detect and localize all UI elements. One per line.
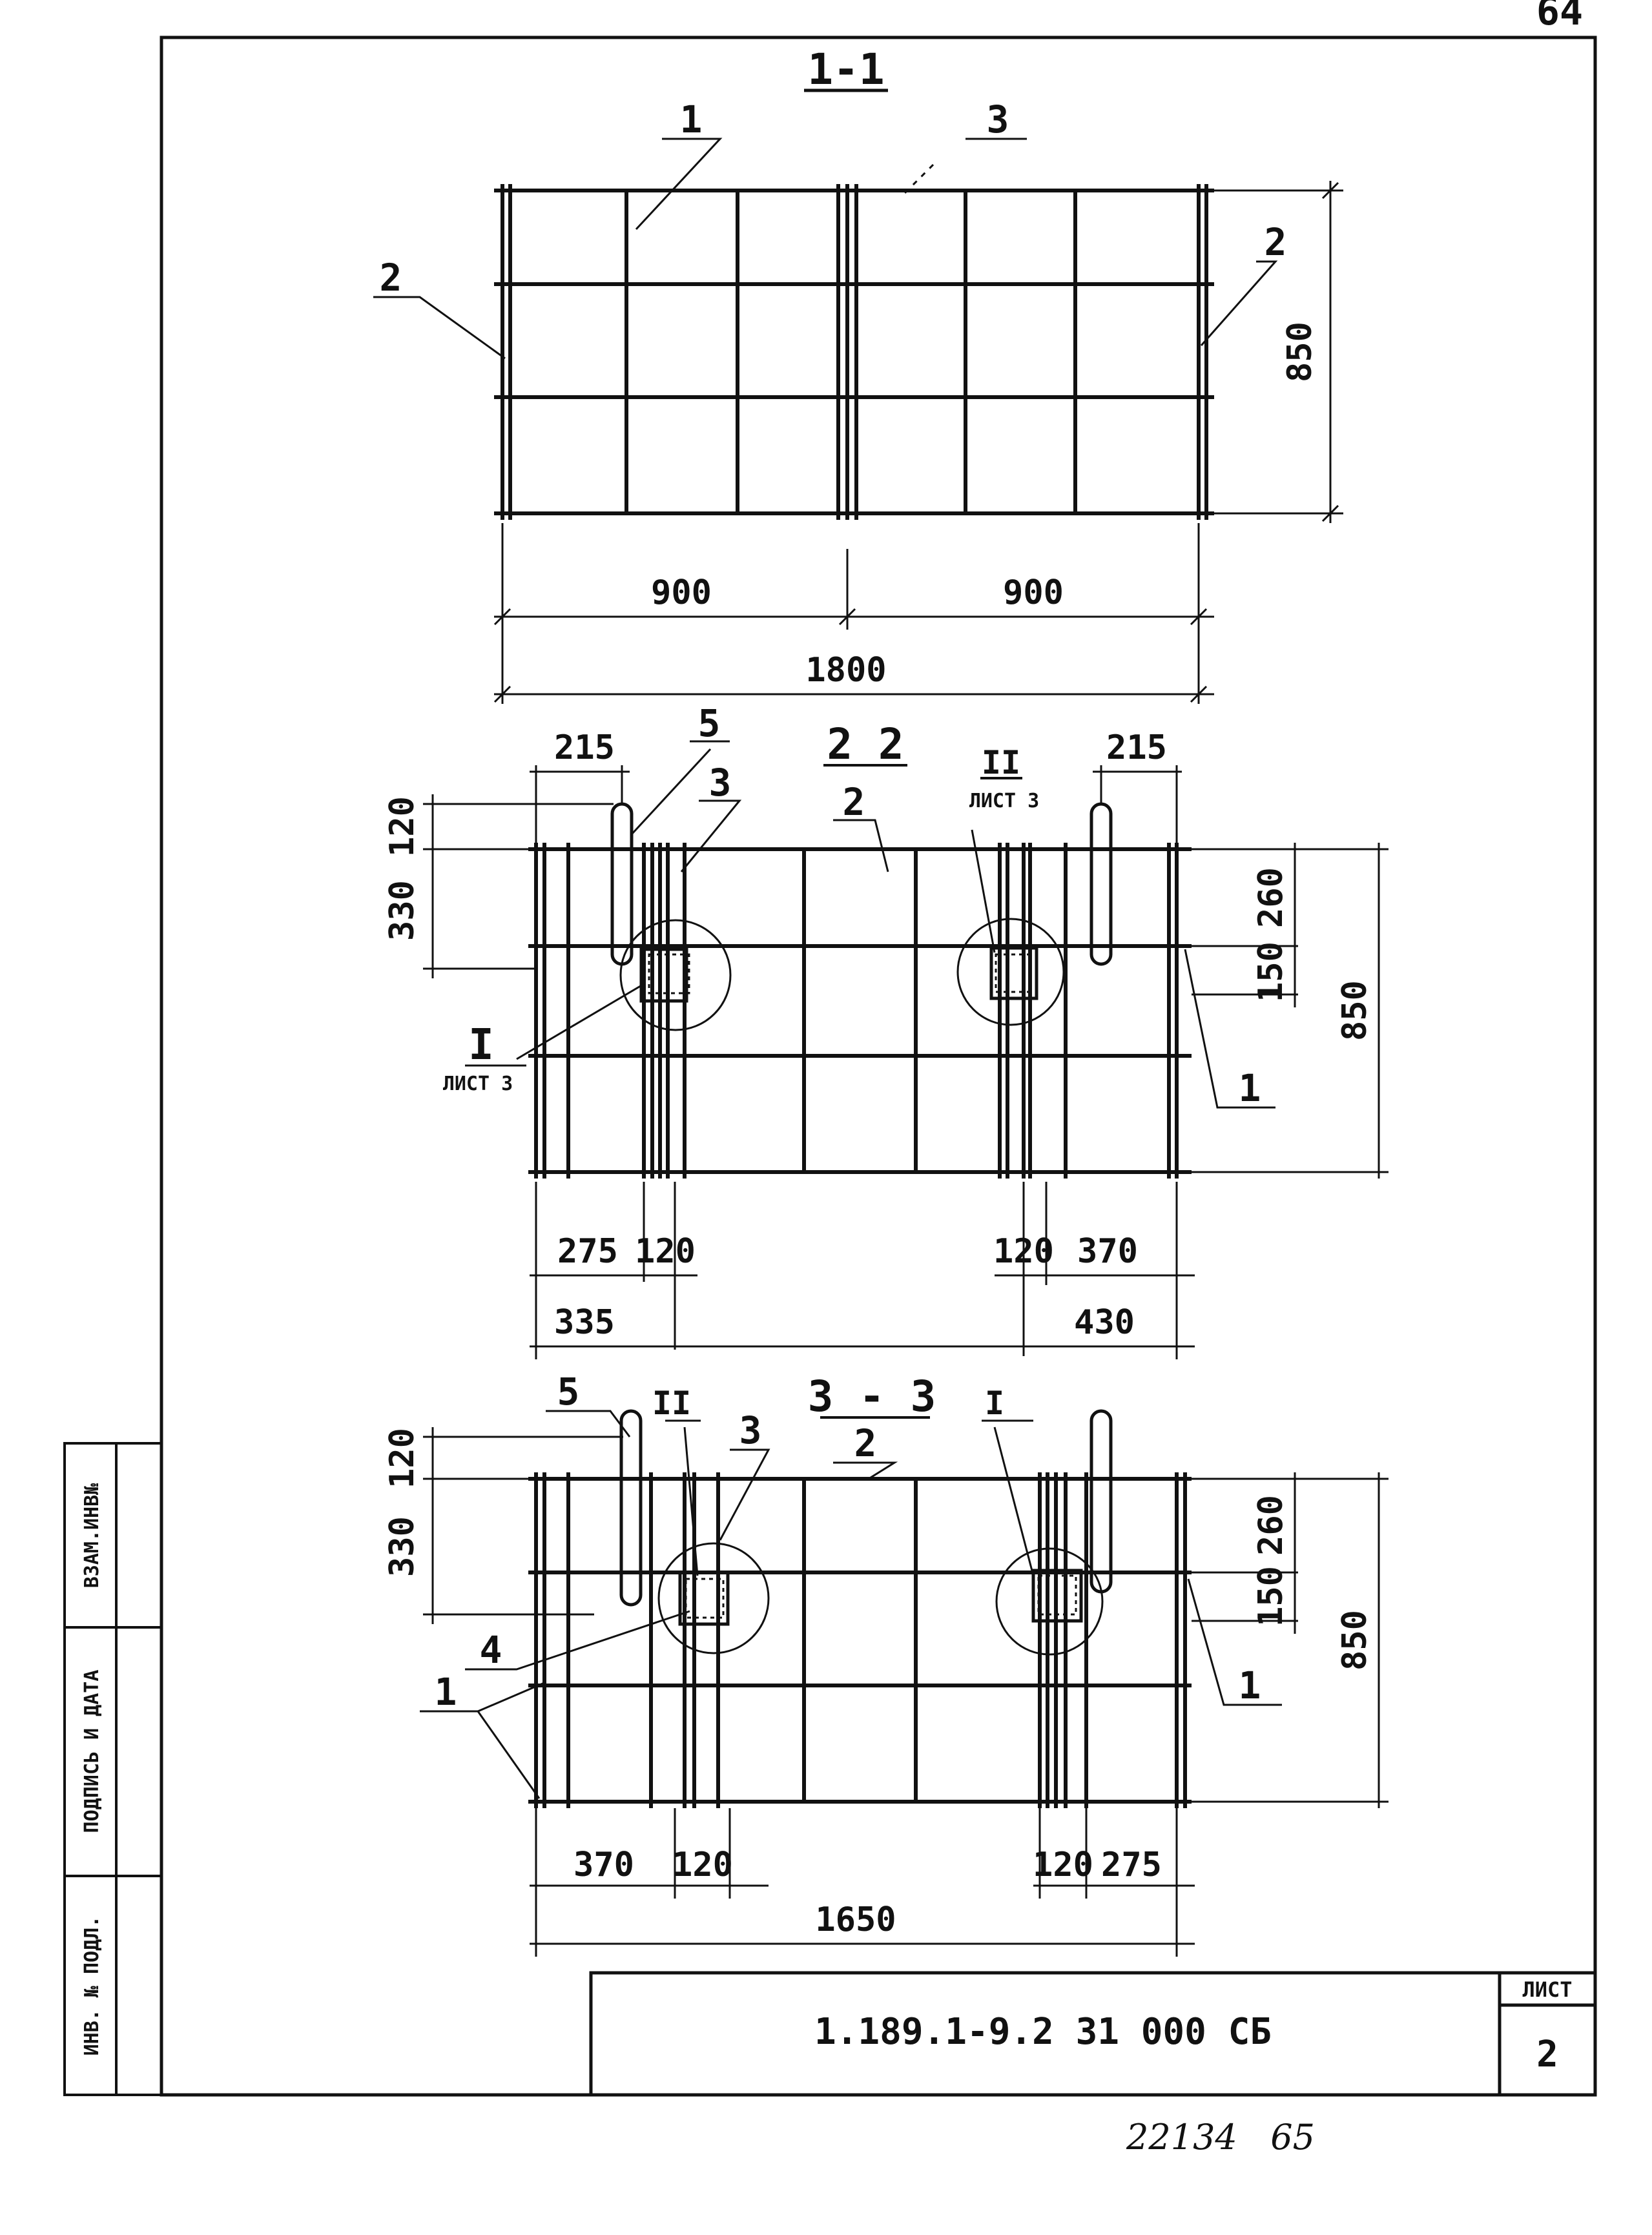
title-block — [589, 1971, 1597, 2097]
s33-dim-850: 850 — [1336, 1610, 1374, 1671]
section-3-3-caption: 3 - 3 — [808, 1372, 936, 1421]
s22-detail-sheet-left: ЛИСТ 3 — [443, 1073, 513, 1095]
s22-detail-sheet-right: ЛИСТ 3 — [969, 790, 1039, 812]
s22-dim-275: 275 — [557, 1232, 618, 1271]
s22-dim-850: 850 — [1336, 980, 1374, 1041]
s33-dim-120-right: 120 — [1033, 1846, 1093, 1884]
s11-leader-1: 1 — [680, 98, 703, 141]
s11-leader-2-right: 2 — [1265, 220, 1287, 264]
s33-dim-330: 330 — [383, 1516, 422, 1577]
s11-dim-left-half: 900 — [651, 573, 712, 612]
s22-dim-215-right: 215 — [1106, 728, 1167, 767]
s33-dim-120: 120 — [383, 1428, 422, 1488]
s22-leader-1: 1 — [1239, 1066, 1261, 1110]
s11-dim-right-half: 900 — [1003, 573, 1064, 612]
s33-leader-2: 2 — [854, 1421, 877, 1465]
s22-dim-215-left: 215 — [554, 728, 615, 767]
sheet-label: ЛИСТ — [1522, 1977, 1572, 2002]
s33-dim-260: 260 — [1252, 1495, 1290, 1556]
s22-detail-mark-left: I — [468, 1020, 494, 1069]
stamp-signature-date: ПОДПИСЬ И ДАТА — [81, 1670, 103, 1833]
section-2-2 — [423, 740, 1389, 1359]
s22-leader-3: 3 — [709, 761, 732, 805]
s33-dim-370: 370 — [573, 1846, 634, 1884]
s33-leader-3: 3 — [739, 1408, 762, 1452]
s33-dim-120-left: 120 — [672, 1846, 733, 1884]
s22-dim-150: 150 — [1252, 942, 1290, 1002]
s22-dim-430: 430 — [1074, 1303, 1135, 1342]
s22-leader-5: 5 — [698, 701, 721, 745]
footer-handwritten-number: 22134 65 — [1126, 2117, 1315, 2158]
sheet-number: 2 — [1536, 2034, 1558, 2075]
s22-dim-335: 335 — [554, 1303, 615, 1342]
sheet-frame — [160, 36, 1597, 2097]
stamp-vzam-inv: ВЗАМ.ИНВ№ — [81, 1483, 103, 1588]
section-3-3 — [420, 1409, 1389, 1957]
s11-dim-height: 850 — [1281, 322, 1319, 382]
s22-dim-120-right: 120 — [993, 1232, 1054, 1271]
s33-detail-mark-right: I — [985, 1385, 1004, 1422]
section-1-1-caption: 1-1 — [807, 45, 884, 94]
page-number: 64 — [1536, 0, 1583, 34]
side-stamp — [63, 1442, 163, 2096]
s11-leader-3: 3 — [987, 98, 1009, 141]
s22-dim-260: 260 — [1252, 867, 1290, 928]
s33-dim-1650: 1650 — [815, 1900, 896, 1939]
s22-dim-120-left: 120 — [635, 1232, 696, 1271]
drawing-code: 1.189.1-9.2 31 000 СБ — [814, 2011, 1272, 2053]
s22-detail-mark-right: II — [982, 744, 1020, 781]
section-2-2-caption: 2 2 — [827, 719, 903, 769]
s33-dim-275: 275 — [1101, 1846, 1162, 1884]
s22-dim-330: 330 — [383, 880, 422, 941]
s33-leader-4: 4 — [480, 1628, 502, 1672]
s33-leader-1-right: 1 — [1239, 1663, 1261, 1707]
s11-leader-2-left: 2 — [380, 256, 402, 300]
s22-dim-370: 370 — [1077, 1232, 1138, 1271]
s11-dim-total: 1800 — [805, 651, 886, 690]
s22-leader-2: 2 — [843, 780, 865, 824]
s33-leader-1-left: 1 — [435, 1670, 457, 1714]
s22-dim-120: 120 — [383, 796, 422, 857]
section-1-1 — [373, 88, 1343, 704]
s33-leader-5: 5 — [557, 1370, 580, 1414]
stamp-inv-podl: ИНВ. № ПОДЛ. — [81, 1916, 103, 2056]
s33-dim-150: 150 — [1252, 1566, 1290, 1627]
s33-detail-mark-left: II — [652, 1385, 691, 1422]
